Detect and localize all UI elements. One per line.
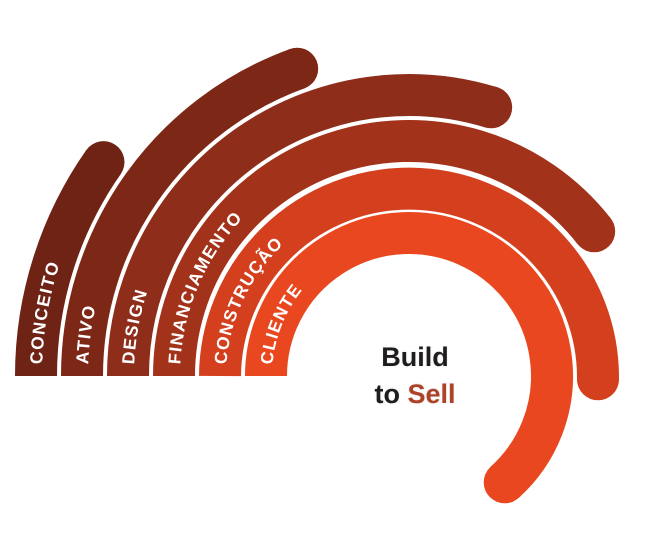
arc-design	[107, 74, 498, 377]
arc-ativo	[61, 48, 305, 377]
center-title: Build to Sell	[265, 339, 565, 413]
arc-financiamento	[153, 119, 611, 377]
arc-ativo-endcap	[276, 47, 319, 90]
arc-conceito	[15, 150, 121, 377]
center-circle	[289, 256, 529, 496]
arc-financiamento-endcap	[573, 210, 616, 253]
center-title-line2: to Sell	[265, 376, 565, 413]
arc-construcao-endcap	[577, 358, 619, 401]
arc-conceito-endcap	[82, 141, 125, 184]
arc-construcao	[199, 167, 620, 380]
arc-design-endcap	[470, 86, 513, 129]
center-title-to: to	[374, 379, 400, 409]
center-title-line1: Build	[381, 342, 449, 372]
arc-cliente-endcap	[483, 461, 526, 504]
arc-cliente	[245, 212, 573, 498]
center-title-sell: Sell	[407, 379, 456, 409]
